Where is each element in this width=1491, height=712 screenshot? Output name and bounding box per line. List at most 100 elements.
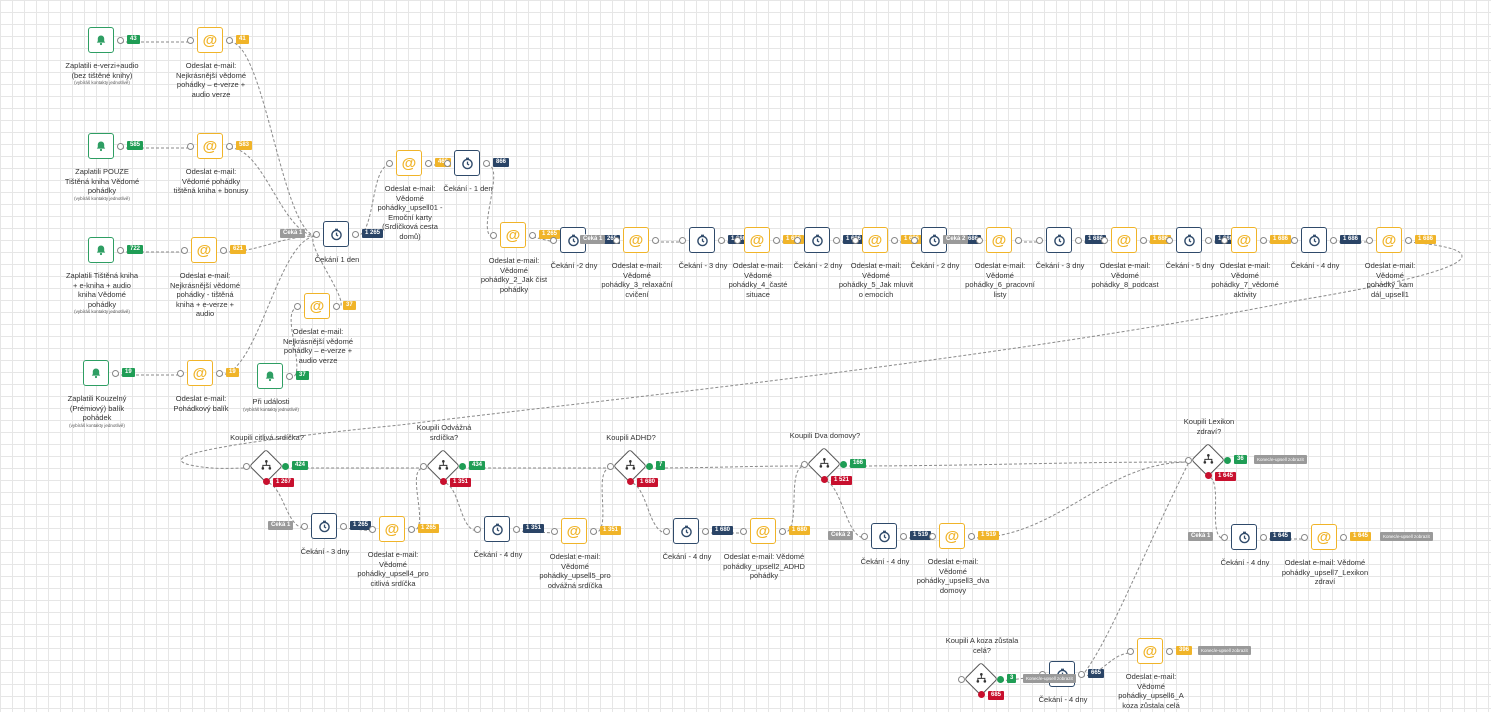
input-port[interactable] xyxy=(734,236,741,244)
output-port[interactable] xyxy=(529,231,536,239)
at-sign-icon[interactable]: @ xyxy=(1376,227,1402,253)
bell-icon[interactable] xyxy=(88,237,114,263)
output-port[interactable] xyxy=(900,532,907,540)
input-port[interactable] xyxy=(958,675,965,683)
output-port[interactable] xyxy=(1205,236,1212,244)
bell-icon[interactable] xyxy=(83,360,109,386)
input-port[interactable] xyxy=(794,236,801,244)
output-port[interactable] xyxy=(779,527,786,535)
output-port[interactable] xyxy=(702,527,709,535)
input-port[interactable] xyxy=(386,159,393,167)
at-sign-icon[interactable]: @ xyxy=(191,237,217,263)
input-port[interactable] xyxy=(1166,236,1173,244)
output-port[interactable] xyxy=(968,532,975,540)
bell-icon[interactable] xyxy=(88,27,114,53)
input-port[interactable] xyxy=(929,532,936,540)
output-port[interactable] xyxy=(590,527,597,535)
no-port[interactable] xyxy=(440,478,447,485)
output-port[interactable] xyxy=(117,246,124,254)
input-port[interactable] xyxy=(420,462,427,470)
input-port[interactable] xyxy=(1036,236,1043,244)
input-port[interactable] xyxy=(177,369,184,377)
input-port[interactable] xyxy=(1185,456,1192,464)
at-sign-icon[interactable]: @ xyxy=(744,227,770,253)
at-sign-icon[interactable]: @ xyxy=(197,27,223,53)
input-port[interactable] xyxy=(679,236,686,244)
output-port[interactable] xyxy=(773,236,780,244)
output-port[interactable] xyxy=(425,159,432,167)
split-icon[interactable] xyxy=(426,449,460,483)
no-port[interactable] xyxy=(1205,472,1212,479)
input-port[interactable] xyxy=(663,527,670,535)
stopwatch-icon[interactable] xyxy=(804,227,830,253)
input-port[interactable] xyxy=(740,527,747,535)
at-sign-icon[interactable]: @ xyxy=(1137,638,1163,664)
at-sign-icon[interactable]: @ xyxy=(1231,227,1257,253)
output-port[interactable] xyxy=(1405,236,1412,244)
at-sign-icon[interactable]: @ xyxy=(500,222,526,248)
at-sign-icon[interactable]: @ xyxy=(396,150,422,176)
output-port[interactable] xyxy=(220,246,227,254)
output-port[interactable] xyxy=(718,236,725,244)
split-icon[interactable] xyxy=(964,662,998,696)
input-port[interactable] xyxy=(613,236,620,244)
input-port[interactable] xyxy=(444,159,451,167)
input-port[interactable] xyxy=(1221,236,1228,244)
no-port[interactable] xyxy=(978,691,985,698)
stopwatch-icon[interactable] xyxy=(871,523,897,549)
bell-icon[interactable] xyxy=(257,363,283,389)
input-port[interactable] xyxy=(313,230,320,238)
input-port[interactable] xyxy=(1301,533,1308,541)
input-port[interactable] xyxy=(187,142,194,150)
at-sign-icon[interactable]: @ xyxy=(561,518,587,544)
stopwatch-icon[interactable] xyxy=(1231,524,1257,550)
input-port[interactable] xyxy=(976,236,983,244)
at-sign-icon[interactable]: @ xyxy=(1111,227,1137,253)
output-port[interactable] xyxy=(333,302,340,310)
bell-icon[interactable] xyxy=(88,133,114,159)
stopwatch-icon[interactable] xyxy=(689,227,715,253)
input-port[interactable] xyxy=(181,246,188,254)
input-port[interactable] xyxy=(861,532,868,540)
input-port[interactable] xyxy=(1366,236,1373,244)
at-sign-icon[interactable]: @ xyxy=(750,518,776,544)
at-sign-icon[interactable]: @ xyxy=(304,293,330,319)
input-port[interactable] xyxy=(490,231,497,239)
output-port[interactable] xyxy=(483,159,490,167)
input-port[interactable] xyxy=(187,36,194,44)
output-port[interactable] xyxy=(1140,236,1147,244)
output-port[interactable] xyxy=(226,36,233,44)
yes-port[interactable] xyxy=(997,675,1004,683)
input-port[interactable] xyxy=(243,462,250,470)
split-icon[interactable] xyxy=(807,447,841,481)
yes-port[interactable] xyxy=(1224,456,1231,464)
output-port[interactable] xyxy=(1078,670,1085,678)
input-port[interactable] xyxy=(1291,236,1298,244)
at-sign-icon[interactable]: @ xyxy=(197,133,223,159)
stopwatch-icon[interactable] xyxy=(454,150,480,176)
